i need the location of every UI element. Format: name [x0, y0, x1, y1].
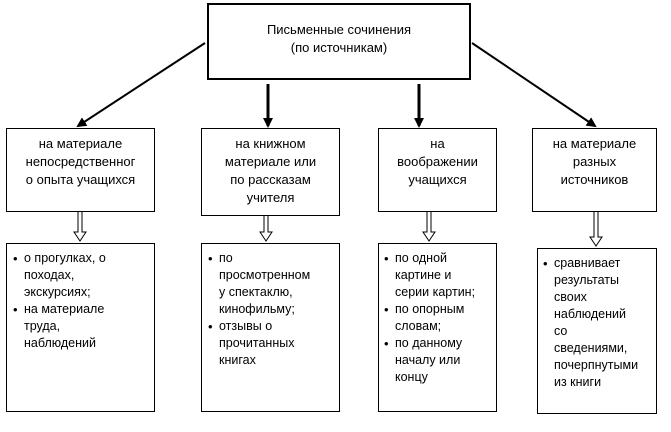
list-item-line: сведениями, — [554, 341, 628, 355]
list-item-line: концу — [395, 370, 428, 384]
list-item: отзывы о прочитанных книгах — [206, 318, 335, 369]
detail-node: по одной картине и серии картин; по опор… — [378, 243, 497, 412]
category-title-line: на — [430, 136, 445, 151]
hollow-arrow-3 — [422, 212, 436, 242]
list-item-line: на материале — [24, 302, 105, 316]
list-item-line: отзывы о — [219, 319, 273, 333]
list-item: по данному началу или концу — [382, 335, 493, 386]
category-title-line: материале или — [224, 154, 317, 169]
hollow-arrow-2 — [259, 216, 273, 242]
arrow-root-to-category-1 — [76, 42, 206, 128]
list-item: о прогулках, о походах, экскурсиях; — [11, 250, 150, 301]
category-title-line: на материале — [552, 136, 637, 151]
root-line: (по источникам) — [290, 40, 388, 55]
list-item-line: результаты — [554, 273, 619, 287]
category-title-line: непосредственног — [25, 154, 136, 169]
hollow-arrow-1 — [73, 212, 87, 242]
list-item-line: словам; — [395, 319, 442, 333]
list-item-line: книгах — [219, 353, 256, 367]
category-title-line: источников — [560, 172, 629, 187]
category-title-line: по рассказам — [230, 172, 311, 187]
root-node: Письменные сочинения (по источникам) — [207, 3, 471, 80]
category-node: на материале непосредственног о опыта уч… — [6, 128, 155, 212]
category-title-line: разных — [572, 154, 617, 169]
list-item: сравнивает результаты своих наблюдений с… — [541, 255, 653, 391]
list-item-line: своих — [554, 290, 587, 304]
arrow-root-to-category-4 — [471, 42, 597, 128]
category-node: на книжном материале или по рассказам уч… — [201, 128, 340, 216]
category-node: на воображении учащихся — [378, 128, 497, 212]
list-item-line: по одной — [395, 251, 448, 265]
root-line: Письменные сочинения — [266, 22, 412, 37]
list-item-line: по данному — [395, 336, 463, 350]
list-item-line: по опорным — [395, 302, 465, 316]
category-title-line: учителя — [246, 190, 295, 205]
list-item: по опорным словам; — [382, 301, 493, 335]
list-item: на материале труда, наблюдений — [11, 301, 150, 352]
list-item-line: серии картин; — [395, 285, 476, 299]
category-title-line: учащихся — [408, 172, 467, 187]
list-item-line: сравнивает — [554, 256, 621, 270]
list-item-line: из книги — [554, 375, 602, 389]
list-item-line: труда, — [24, 319, 61, 333]
list-item-line: просмотренном — [219, 268, 311, 282]
detail-node: сравнивает результаты своих наблюдений с… — [537, 248, 657, 414]
list-item: по одной картине и серии картин; — [382, 250, 493, 301]
list-item-line: прочитанных — [219, 336, 295, 350]
list-item-line: началу или — [395, 353, 461, 367]
category-title-line: на материале — [38, 136, 123, 151]
detail-node: по просмотренном у спектаклю, кинофильму… — [201, 243, 340, 412]
list-item-line: по — [219, 251, 233, 265]
list-item-line: кинофильму; — [219, 302, 295, 316]
category-title-line: на книжном — [235, 136, 306, 151]
list-item-line: наблюдений — [24, 336, 96, 350]
detail-list: о прогулках, о походах, экскурсиях; на м… — [11, 250, 150, 352]
list-item-line: у спектаклю, — [219, 285, 293, 299]
category-node: на материале разных источников — [532, 128, 657, 212]
detail-node: о прогулках, о походах, экскурсиях; на м… — [6, 243, 155, 412]
list-item: по просмотренном у спектаклю, кинофильму… — [206, 250, 335, 318]
detail-list: сравнивает результаты своих наблюдений с… — [541, 255, 653, 391]
hollow-arrow-4 — [589, 212, 603, 247]
detail-list: по одной картине и серии картин; по опор… — [382, 250, 493, 386]
list-item-line: со — [554, 324, 568, 338]
list-item-line: картине и — [395, 268, 452, 282]
list-item-line: походах, — [24, 268, 75, 282]
detail-list: по просмотренном у спектаклю, кинофильму… — [206, 250, 335, 369]
category-title-line: о опыта учащихся — [25, 172, 136, 187]
list-item-line: наблюдений — [554, 307, 626, 321]
category-title-line: воображении — [397, 154, 478, 169]
list-item-line: почерпнутыми — [554, 358, 639, 372]
list-item-line: о прогулках, о — [24, 251, 106, 265]
list-item-line: экскурсиях; — [24, 285, 91, 299]
